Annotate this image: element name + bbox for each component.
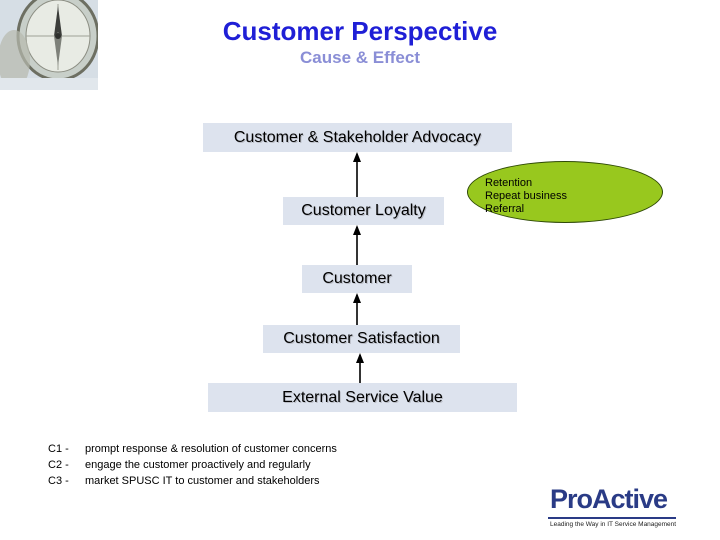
note-item: C1 - prompt response & resolution of cus… [48,441,337,457]
note-code: C3 - [48,473,85,489]
note-item: C2 - engage the customer proactively and… [48,457,337,473]
logo-name: ProActive [550,484,667,515]
arrowhead-loyalty [353,225,361,235]
note-item: C3 - market SPUSC IT to customer and sta… [48,473,337,489]
logo-tagline: Leading the Way in IT Service Management [550,521,676,528]
callout-line: Retention [485,177,567,190]
arrowhead-customer [353,293,361,303]
proactive-logo: ProActive Leading the Way in IT Service … [548,486,678,532]
note-text: market SPUSC IT to customer and stakehol… [85,473,320,489]
box-advocacy: Customer & Stakeholder Advocacy [203,123,512,152]
note-code: C2 - [48,457,85,473]
box-external-service-value: External Service Value [208,383,517,412]
logo-underline [548,517,676,519]
box-loyalty: Customer Loyalty [283,197,444,225]
note-text: engage the customer proactively and regu… [85,457,311,473]
arrowhead-advocacy [353,152,361,162]
callout-line: Repeat business [485,190,567,203]
box-satisfaction: Customer Satisfaction [263,325,460,353]
arrowhead-satisfaction [356,353,364,363]
box-customer: Customer [302,265,412,293]
callout-line: Referral [485,203,567,216]
note-text: prompt response & resolution of customer… [85,441,337,457]
loyalty-callout-text: Retention Repeat business Referral [485,177,567,216]
notes-list: C1 - prompt response & resolution of cus… [48,441,337,489]
note-code: C1 - [48,441,85,457]
